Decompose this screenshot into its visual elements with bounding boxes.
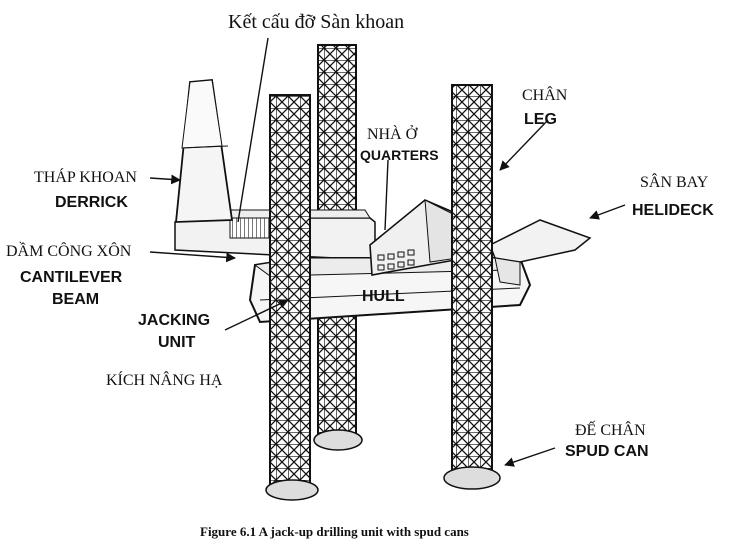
figure-caption: Figure 6.1 A jack-up drilling unit with … (200, 524, 469, 539)
label-derrick-en: DERRICK (55, 194, 128, 211)
label-leg-en: LEG (524, 111, 557, 128)
label-jacking-en-1: JACKING (138, 312, 211, 329)
label-cantilever-en-1: CANTILEVER (20, 269, 123, 286)
label-helideck-vi: SÂN BAY (640, 174, 709, 191)
label-top-structure: Kết cấu đỡ Sàn khoan (228, 11, 405, 33)
label-cantilever-vi: DẦM CÔNG XÔN (6, 243, 132, 260)
derrick (175, 79, 234, 223)
label-spud-en: SPUD CAN (565, 443, 649, 460)
label-spud-vi: ĐẾ CHÂN (575, 422, 646, 439)
label-hull: HULL (362, 288, 405, 305)
label-quarters-vi: NHÀ Ở (367, 126, 418, 143)
leg-front-left (265, 94, 319, 501)
label-leg-vi: CHÂN (522, 87, 568, 104)
label-jacking-en-2: UNIT (158, 334, 196, 351)
quarters (369, 199, 461, 276)
label-jacking-vi: KÍCH NÂNG HẠ (106, 372, 223, 389)
pointer-lines (149, 37, 626, 467)
label-helideck-en: HELIDECK (632, 202, 714, 219)
label-quarters-en: QUARTERS (360, 147, 439, 163)
helideck (489, 219, 592, 286)
label-derrick-vi: THÁP KHOAN (34, 169, 137, 186)
leg-front-right (443, 84, 501, 490)
label-cantilever-en-2: BEAM (52, 291, 100, 308)
